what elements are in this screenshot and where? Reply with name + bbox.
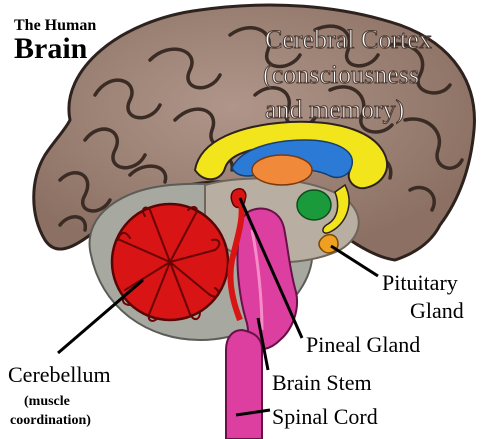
cerebellum-label-line2: (muscle bbox=[24, 394, 70, 409]
pineal-label: Pineal Gland bbox=[306, 332, 420, 357]
cerebellum-shape bbox=[112, 204, 228, 321]
spinal-cord-label: Spinal Cord bbox=[272, 404, 378, 429]
title-line2: Brain bbox=[14, 32, 88, 65]
cortex-label-line2: (consciousness bbox=[263, 60, 419, 89]
cortex-label-line3: and memory) bbox=[265, 95, 404, 124]
hypothalamus bbox=[297, 190, 331, 220]
thalamus bbox=[252, 155, 312, 185]
pituitary-label-line1: Pituitary bbox=[382, 270, 458, 295]
brainstem-label: Brain Stem bbox=[272, 370, 372, 395]
cerebellum-label-line1: Cerebellum bbox=[8, 362, 111, 387]
cerebellum-label-line3: coordination) bbox=[10, 413, 91, 428]
spinal-cord-shape bbox=[226, 330, 262, 439]
cortex-label-line1: Cerebral Cortex bbox=[265, 25, 432, 54]
pituitary-label-line2: Gland bbox=[410, 298, 464, 323]
